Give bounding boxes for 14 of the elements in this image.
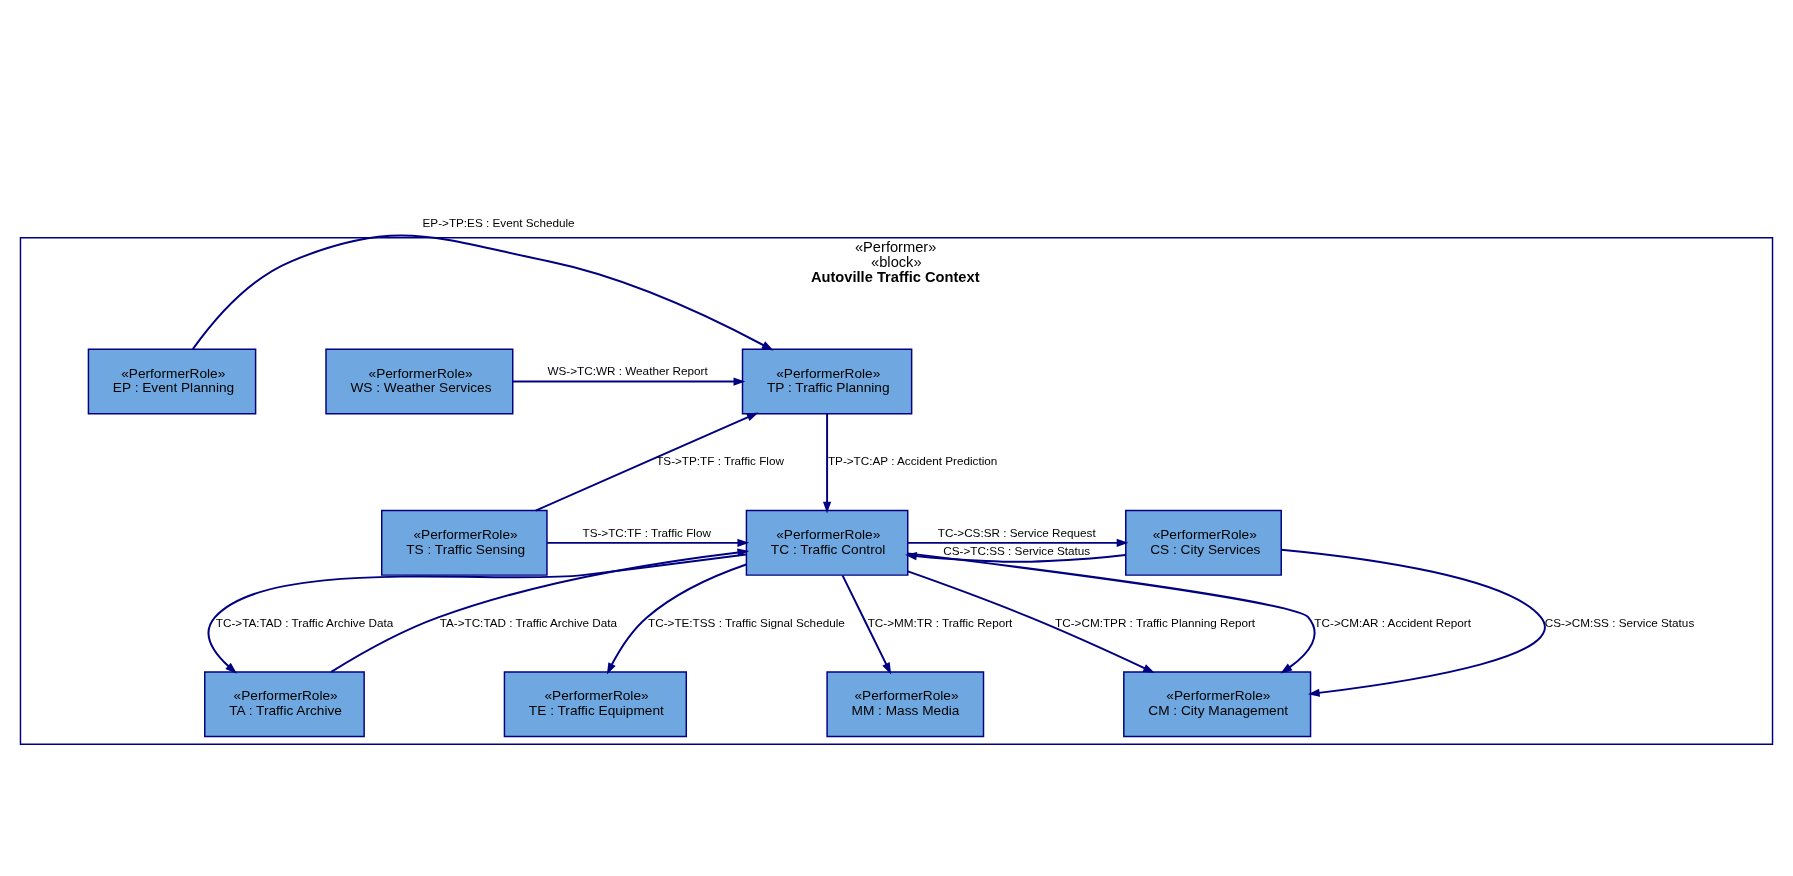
edge-label: TS->TC:TF : Traffic Flow — [582, 525, 711, 539]
edge-label: TC->CS:SR : Service Request — [937, 525, 1096, 539]
edge-label: TC->TA:TAD : Traffic Archive Data — [215, 615, 394, 629]
edge-label: TA->TC:TAD : Traffic Archive Data — [439, 615, 618, 629]
edge-label: TC->CM:TPR : Traffic Planning Report — [1055, 615, 1256, 629]
edge-label: WS->TC:WR : Weather Report — [547, 364, 708, 378]
edge-label: TP->TC:AP : Accident Prediction — [827, 454, 998, 468]
edge-label: TS->TP:TF : Traffic Flow — [656, 454, 784, 468]
edge-label: TC->MM:TR : Traffic Report — [867, 615, 1013, 629]
edge-label: EP->TP:ES : Event Schedule — [422, 215, 575, 229]
edge-label: TC->CM:AR : Accident Report — [1314, 615, 1471, 629]
edge-label: TC->TE:TSS : Traffic Signal Schedule — [648, 615, 845, 629]
edge-label: CS->CM:SS : Service Status — [1544, 615, 1695, 629]
edge-label: CS->TC:SS : Service Status — [943, 544, 1091, 558]
